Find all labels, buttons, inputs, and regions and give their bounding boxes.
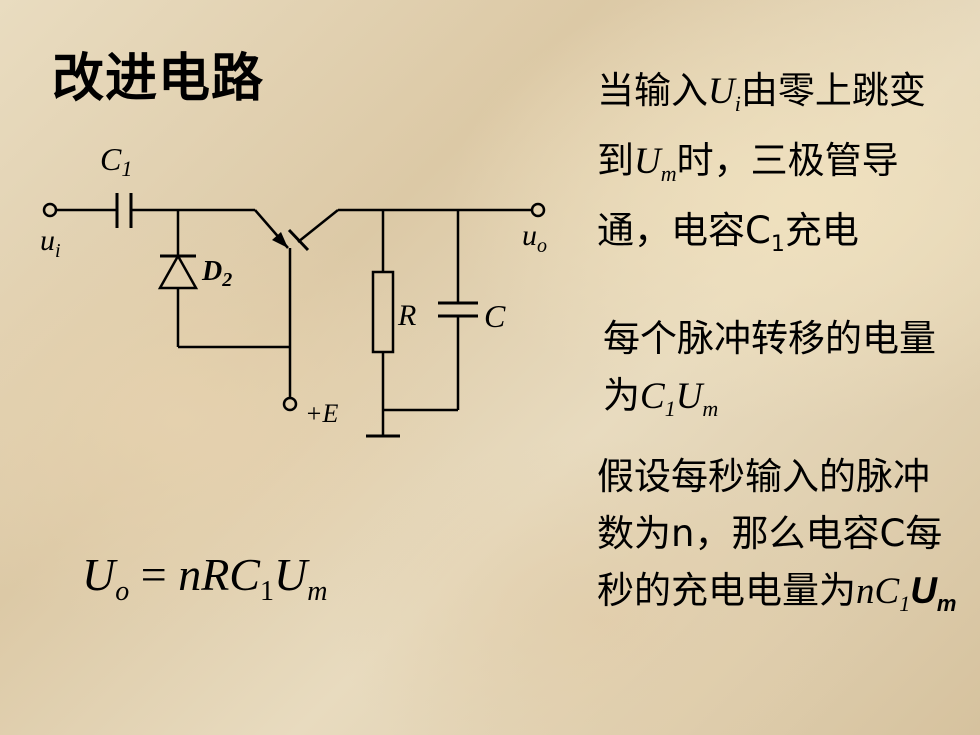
formula-lhs: U — [82, 549, 116, 600]
subscript: 1 — [770, 232, 785, 257]
symbol-u: U — [675, 376, 703, 417]
label-c1: C1 — [100, 141, 132, 181]
equals-sign: = — [129, 549, 179, 600]
label-c: C — [484, 298, 506, 334]
input-terminal — [42, 202, 58, 218]
subscript: 1 — [259, 576, 274, 607]
output-formula: Uo = nRC1Um — [82, 548, 327, 608]
text-segment: 充电 — [784, 209, 859, 252]
symbol-u: U — [910, 570, 937, 611]
label-d2: D2 — [201, 256, 232, 291]
description-charging: 当输入Ui由零上跳变到Um时，三极管导通，电容C1充电 — [597, 62, 957, 273]
formula-rhs: nRC — [178, 549, 260, 600]
label-r: R — [397, 299, 416, 332]
page-title: 改进电路 — [52, 49, 265, 109]
subscript: 1 — [664, 396, 676, 421]
description-charge-per-second: 假设每秒输入的脉冲数为n，那么电容C每秒的充电电量为nC1Um — [597, 448, 957, 632]
formula-u: U — [273, 549, 308, 600]
text-segment: 当输入 — [597, 69, 708, 112]
text-segment: 假设每秒输入的脉冲数为n，那么电容C每秒的充电电量为 — [597, 455, 943, 612]
symbol-u: U — [708, 71, 735, 112]
resistor-r — [371, 270, 395, 354]
subscript: o — [115, 576, 130, 607]
subscript: m — [702, 396, 719, 421]
label-uo: uo — [522, 219, 547, 257]
label-supply: +E — [305, 399, 339, 428]
subscript: m — [307, 576, 328, 607]
output-terminal — [530, 202, 546, 218]
description-charge-per-pulse: 每个脉冲转移的电量为C1Um — [603, 310, 963, 437]
symbol-c: C — [640, 376, 665, 417]
text-segment: 由零上跳变到 — [597, 69, 926, 182]
subscript: 1 — [899, 591, 911, 616]
symbol-nc: nC — [856, 571, 900, 612]
text-segment: 时，三极管导通，电容C — [597, 139, 899, 252]
transistor-collector — [297, 209, 339, 243]
symbol-u: U — [634, 141, 661, 182]
label-ui: ui — [40, 224, 61, 262]
text-segment: 每个脉冲转移的电量为 — [603, 317, 936, 417]
diode-d2-triangle — [157, 253, 199, 290]
subscript: i — [734, 91, 741, 116]
emitter-arrow — [272, 232, 288, 248]
supply-terminal — [282, 396, 298, 412]
subscript: m — [660, 161, 677, 186]
subscript: m — [936, 591, 957, 616]
